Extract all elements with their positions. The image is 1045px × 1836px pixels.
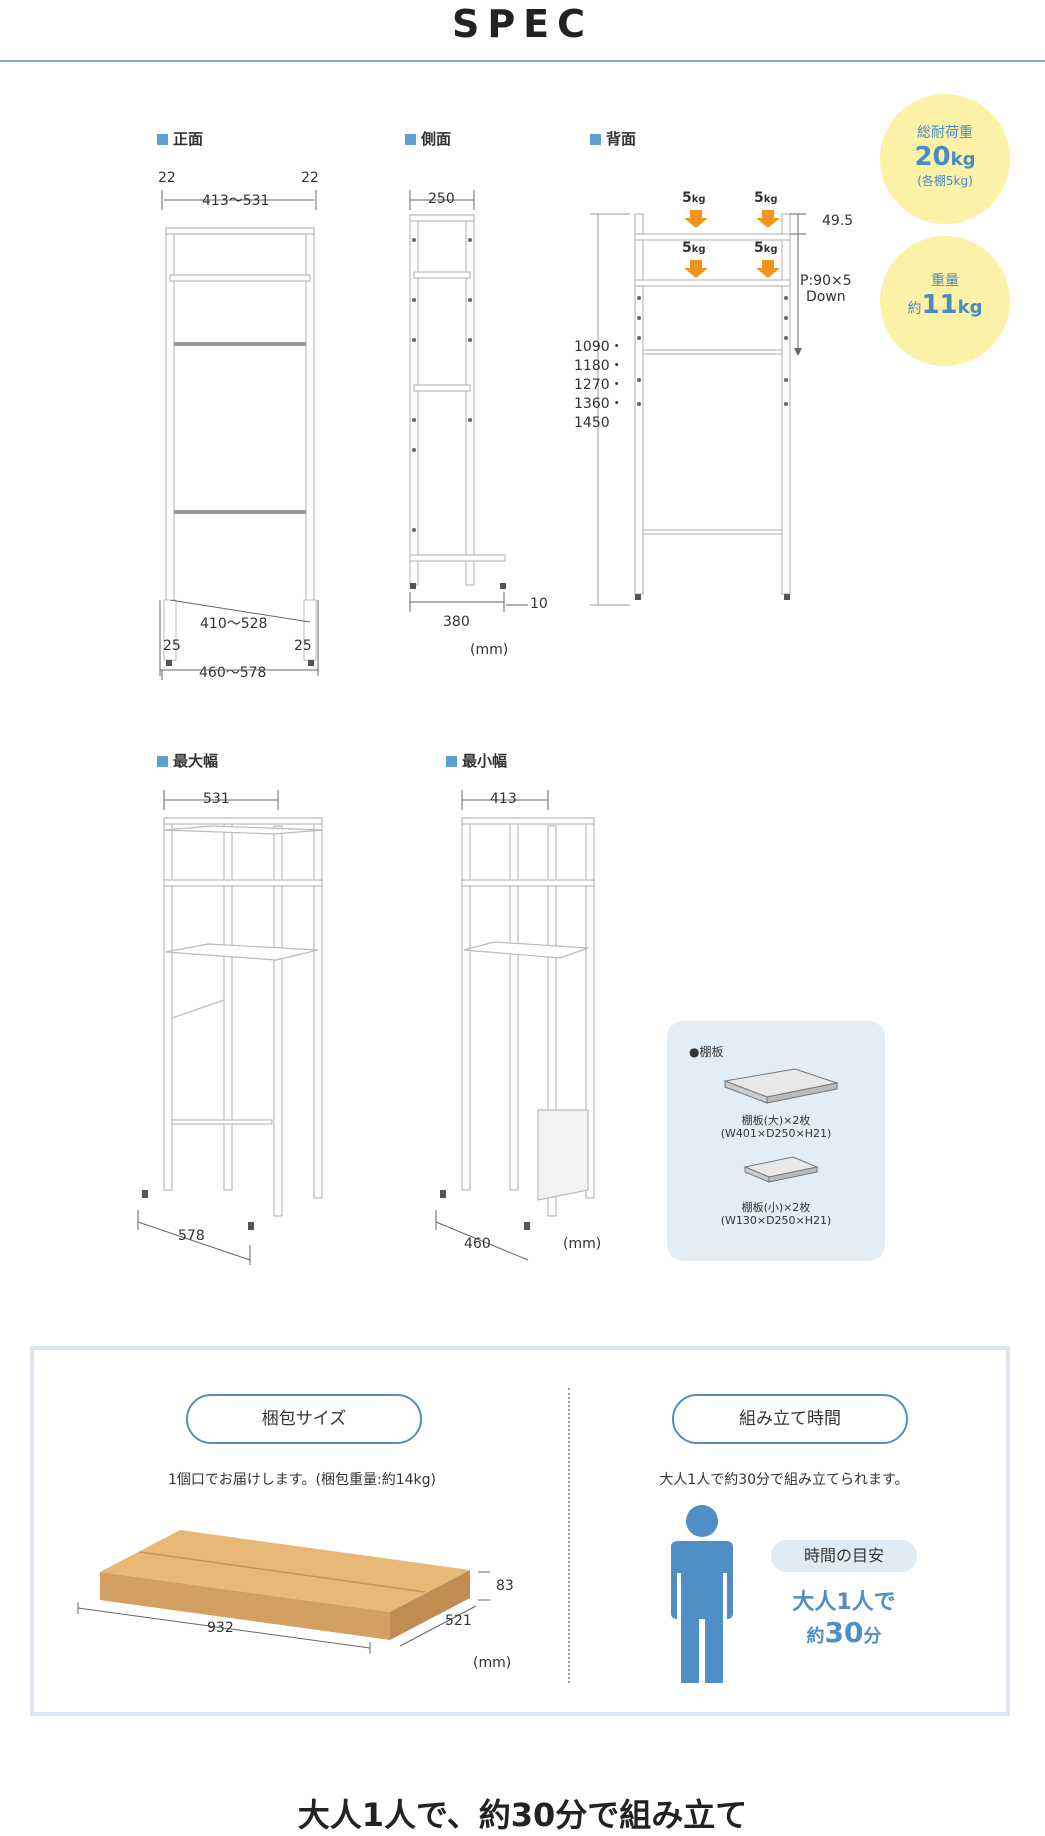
back-load-3: 5kg bbox=[682, 240, 706, 256]
front-top-width-dim: 413〜531 bbox=[202, 193, 270, 209]
max-width-drawing bbox=[137, 790, 323, 1265]
back-load-4-value: 5 bbox=[754, 240, 764, 256]
back-pitch-dim: P:90×5 bbox=[800, 273, 852, 289]
shelf-board-heading: ●棚板 bbox=[689, 1045, 724, 1059]
total-load-badge: 総耐荷重 20kg (各棚5kg) bbox=[880, 94, 1010, 224]
back-load-4: 5kg bbox=[754, 240, 778, 256]
assembly-line2-prefix: 約 bbox=[806, 1626, 825, 1647]
front-top-left-dim: 22 bbox=[158, 170, 176, 186]
front-foot-right-dim: 25 bbox=[294, 638, 312, 654]
height-1270: 1270・ bbox=[574, 377, 624, 393]
height-1090: 1090・ bbox=[574, 339, 624, 355]
back-top-offset-dim: 49.5 bbox=[822, 213, 854, 229]
weight-label: 重量 bbox=[931, 273, 959, 289]
small-shelf-size: (W130×D250×H21) bbox=[720, 1214, 832, 1227]
back-load-1: 5kg bbox=[682, 190, 706, 206]
back-load-3-unit: kg bbox=[691, 244, 706, 255]
total-load-unit: kg bbox=[950, 149, 976, 170]
back-view-label: 背面 bbox=[590, 128, 636, 149]
time-estimate-badge: 時間の目安 bbox=[771, 1540, 917, 1572]
front-inner-bottom-dim: 410〜528 bbox=[200, 616, 268, 632]
back-load-3-value: 5 bbox=[682, 240, 692, 256]
package-width-dim: 521 bbox=[445, 1613, 472, 1629]
large-shelf-size: (W401×D250×H21) bbox=[720, 1127, 832, 1140]
max-width-label: 最大幅 bbox=[157, 750, 218, 771]
height-1360: 1360・ bbox=[574, 396, 624, 412]
shelf-board-panel: ●棚板 棚板(大)×2枚 (W401×D250×H21) 棚板(小)×2枚 (W… bbox=[667, 1021, 885, 1261]
side-view-label: 側面 bbox=[405, 128, 451, 149]
front-view-drawing bbox=[161, 190, 317, 680]
side-view-drawing bbox=[409, 190, 528, 612]
side-bottom-dim: 380 bbox=[443, 614, 470, 630]
weight-value: 11 bbox=[921, 290, 958, 320]
back-load-2: 5kg bbox=[754, 190, 778, 206]
frame-divider bbox=[568, 1388, 570, 1683]
package-note: 1個口でお届けします。(梱包重量:約14kg) bbox=[168, 1472, 436, 1488]
package-unit: (mm) bbox=[473, 1655, 512, 1671]
total-load-value: 20 bbox=[914, 142, 951, 172]
page-title: SPEC bbox=[451, 2, 594, 46]
back-pitch-direction: Down bbox=[806, 289, 846, 305]
back-load-1-value: 5 bbox=[682, 190, 692, 206]
package-length-dim: 932 bbox=[207, 1620, 234, 1636]
front-top-right-dim: 22 bbox=[301, 170, 319, 186]
back-load-4-unit: kg bbox=[763, 244, 778, 255]
weight-unit: kg bbox=[957, 297, 983, 318]
height-1180: 1180・ bbox=[574, 358, 624, 374]
total-load-label: 総耐荷重 bbox=[917, 125, 973, 141]
total-load-sub: (各棚5kg) bbox=[917, 174, 973, 188]
cardboard-box-drawing bbox=[77, 1530, 490, 1654]
front-foot-left-dim: 25 bbox=[163, 638, 181, 654]
footer-slogan: 大人1人で、約30分で組み立て bbox=[297, 1796, 748, 1834]
package-height-dim: 83 bbox=[496, 1578, 514, 1594]
back-height-list: 1090・ 1180・ 1270・ 1360・ 1450 bbox=[574, 338, 624, 433]
weight-prefix: 約 bbox=[907, 301, 922, 317]
max-depth-dim: 578 bbox=[178, 1228, 205, 1244]
min-depth-dim: 460 bbox=[464, 1236, 491, 1252]
back-load-2-value: 5 bbox=[754, 190, 764, 206]
front-outer-bottom-dim: 460〜578 bbox=[199, 665, 267, 681]
min-top-dim: 413 bbox=[490, 791, 517, 807]
assembly-line2: 約30分 bbox=[771, 1616, 917, 1649]
small-shelf-icon bbox=[743, 1156, 819, 1183]
assembly-time-pill: 組み立て時間 bbox=[672, 1394, 908, 1444]
front-view-label: 正面 bbox=[157, 128, 203, 149]
title-divider bbox=[0, 60, 1045, 62]
assembly-note: 大人1人で約30分で組み立てられます。 bbox=[659, 1472, 909, 1488]
front-bottom-dim-lines bbox=[159, 600, 319, 676]
side-top-dim: 250 bbox=[428, 191, 455, 207]
assembly-line2-value: 30 bbox=[824, 1616, 864, 1649]
side-unit: (mm) bbox=[470, 642, 509, 658]
back-view-drawing bbox=[590, 210, 806, 606]
perspective-unit: (mm) bbox=[563, 1236, 602, 1252]
max-top-dim: 531 bbox=[203, 791, 230, 807]
weight-badge: 重量 約11kg bbox=[880, 236, 1010, 366]
back-load-1-unit: kg bbox=[691, 194, 706, 205]
back-load-2-unit: kg bbox=[763, 194, 778, 205]
assembly-line2-unit: 分 bbox=[863, 1626, 882, 1647]
package-size-pill: 梱包サイズ bbox=[186, 1394, 422, 1444]
min-width-drawing bbox=[435, 790, 595, 1261]
small-shelf-name: 棚板(小)×2枚 bbox=[741, 1201, 811, 1214]
person-icon bbox=[671, 1505, 733, 1683]
side-foot-dim: 10 bbox=[530, 596, 548, 612]
assembly-line1: 大人1人で bbox=[792, 1590, 896, 1615]
large-shelf-icon bbox=[723, 1068, 839, 1104]
min-width-label: 最小幅 bbox=[446, 750, 507, 771]
large-shelf-name: 棚板(大)×2枚 bbox=[741, 1114, 811, 1127]
height-1450: 1450 bbox=[574, 415, 610, 431]
